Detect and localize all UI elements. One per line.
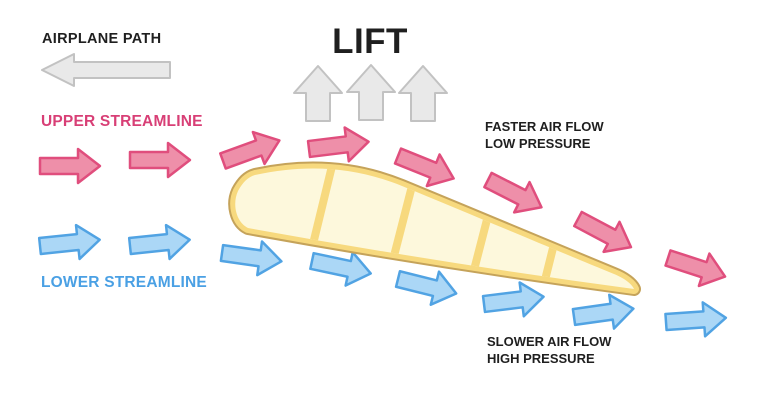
lift-arrow-icon-1 <box>293 65 343 122</box>
upper-streamline-arrow-icon-2 <box>128 141 192 179</box>
slower-air-flow-line1: SLOWER AIR FLOW <box>487 334 612 349</box>
upper-streamline-arrow-icon-8 <box>661 240 732 294</box>
upper-streamline-arrow-icon-4 <box>305 123 372 168</box>
lower-streamline-arrow-icon-5 <box>392 261 462 312</box>
airplane-path-label: AIRPLANE PATH <box>42 31 162 47</box>
upper-streamline-arrow-icon-1 <box>38 147 102 185</box>
lower-streamline-arrow-icon-2 <box>126 221 193 265</box>
faster-air-flow-line1: FASTER AIR FLOW <box>485 119 604 134</box>
slower-air-flow-label: SLOWER AIR FLOW HIGH PRESSURE <box>487 333 611 367</box>
lift-arrow-icon-2 <box>346 64 396 121</box>
lift-arrow-icon-3 <box>398 65 448 122</box>
airfoil <box>228 161 641 296</box>
lift-title: LIFT <box>332 22 408 61</box>
lower-streamline-arrow-icon-6 <box>480 278 547 323</box>
slower-air-flow-line2: HIGH PRESSURE <box>487 351 595 366</box>
airfoil-body <box>235 168 634 289</box>
faster-air-flow-label: FASTER AIR FLOW LOW PRESSURE <box>485 119 604 152</box>
upper-streamline-arrow-icon-6 <box>479 163 551 224</box>
lower-streamline-arrow-icon-1 <box>36 221 103 265</box>
upper-streamline-label: UPPER STREAMLINE <box>41 113 203 130</box>
lift-arrows <box>293 64 448 122</box>
lower-streamline-label: LOWER STREAMLINE <box>41 274 207 291</box>
lower-streamline-arrow-icon-3 <box>218 234 286 280</box>
lower-streamline-arrow-icon-7 <box>570 290 638 336</box>
lower-streamline-arrow-icon-8 <box>663 299 729 341</box>
airplane-path-arrow-icon <box>41 53 171 87</box>
faster-air-flow-line2: LOW PRESSURE <box>485 135 591 151</box>
